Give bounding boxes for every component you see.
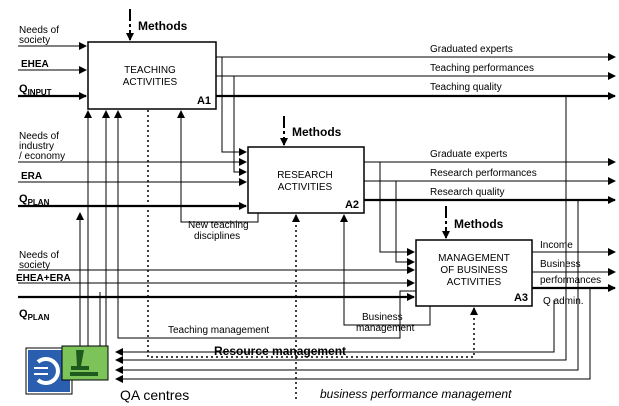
input-a3-needs-1: Needs of — [19, 250, 59, 261]
input-a2-needs-2: industry — [19, 141, 54, 152]
inputs-a2 — [18, 158, 247, 210]
box-a3-id: A3 — [514, 292, 528, 304]
business-mgmt-label-2: management — [356, 323, 415, 334]
output-a3-qadmin: Q admin. — [543, 296, 584, 307]
output-a1-performances: Teaching performances — [430, 63, 534, 74]
output-a1-graduated: Graduated experts — [430, 44, 513, 55]
input-a3-q: QPLAN — [19, 308, 50, 322]
qa-centres-label: QA centres — [120, 387, 189, 403]
output-a3-business-2: performances — [540, 275, 601, 286]
methods-a3-label: Methods — [454, 217, 504, 231]
box-a2-id: A2 — [345, 199, 359, 211]
input-a2-q: QPLAN — [19, 193, 50, 207]
input-a3-needs-2: society — [19, 260, 50, 271]
outputs-a2 — [364, 158, 616, 204]
output-a3-income: Income — [540, 240, 573, 251]
input-a2-needs-3: / economy — [19, 151, 65, 162]
box-a2: RESEARCH ACTIVITIES A2 — [247, 146, 365, 214]
new-teaching-label-2: disciplines — [194, 231, 240, 242]
box-a1-line1: TEACHING — [124, 65, 176, 76]
methods-a1-label: Methods — [138, 19, 188, 33]
box-a1-id: A1 — [197, 95, 211, 107]
outputs-a1 — [216, 53, 616, 100]
input-a1-needs-1: Needs of — [19, 25, 59, 36]
box-a1-line2: ACTIVITIES — [123, 77, 178, 88]
business-mgmt-label-1: Business — [362, 312, 403, 323]
box-a2-line1: RESEARCH — [277, 170, 333, 181]
input-a1-needs-2: society — [19, 35, 50, 46]
methods-a3: Methods — [442, 206, 504, 239]
output-a2-performances: Research performances — [430, 168, 537, 179]
output-a1-quality: Teaching quality — [430, 82, 502, 93]
output-a2-graduate: Graduate experts — [430, 149, 507, 160]
box-a3-line3: ACTIVITIES — [447, 277, 502, 288]
resource-management-lines — [147, 110, 478, 400]
inputs-a1 — [18, 42, 87, 100]
connections — [76, 57, 591, 383]
teaching-mgmt-label: Teaching management — [168, 325, 269, 336]
box-a1: TEACHING ACTIVITIES A1 — [87, 41, 217, 110]
output-a3-business-1: Business — [540, 259, 581, 270]
input-a2-needs-1: Needs of — [19, 131, 59, 142]
methods-a2-label: Methods — [292, 125, 342, 139]
box-a3-line2: OF BUSINESS — [440, 265, 508, 276]
microscope-icon — [61, 345, 109, 381]
outputs-a3 — [532, 248, 616, 292]
inputs-a3 — [18, 266, 415, 301]
input-a3-eheaera: EHEA+ERA — [16, 273, 71, 284]
methods-a2: Methods — [280, 116, 342, 146]
business-perf-mgmt-label: business performance management — [320, 387, 512, 401]
qa-centres-logo — [25, 345, 109, 395]
output-a2-quality: Research quality — [430, 187, 504, 198]
new-teaching-label-1: New teaching — [188, 220, 249, 231]
input-a2-era: ERA — [21, 171, 42, 182]
box-a2-line2: ACTIVITIES — [278, 182, 333, 193]
input-a1-ehea: EHEA — [21, 59, 49, 70]
resource-mgmt-label: Resource management — [214, 344, 346, 358]
box-a3-line1: MANAGEMENT — [438, 253, 510, 264]
methods-a1: Methods — [126, 9, 188, 41]
input-a1-q: QINPUT — [19, 83, 52, 97]
box-a3: MANAGEMENT OF BUSINESS ACTIVITIES A3 — [415, 239, 533, 307]
